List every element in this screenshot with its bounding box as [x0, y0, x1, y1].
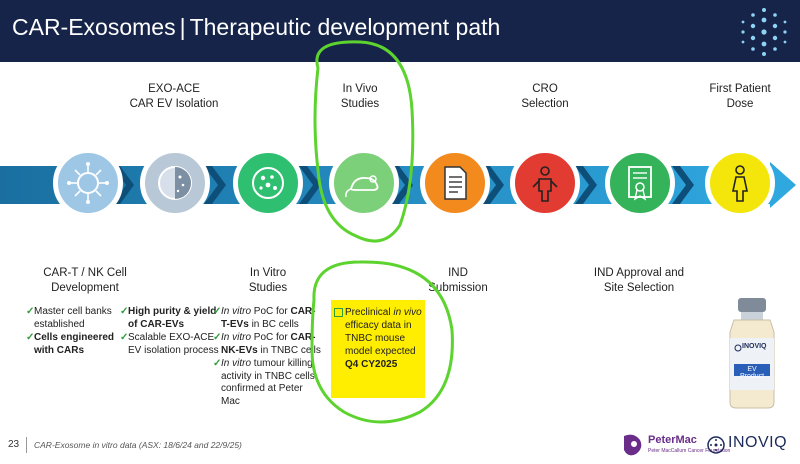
label-line: CAR-T / NK Cell: [43, 267, 127, 279]
slide-title: CAR-Exosomes|Therapeutic development pat…: [12, 14, 500, 41]
bullet-text: Master cell banks established: [34, 306, 112, 330]
bullet-text: Scalable EXO-ACE: [128, 332, 215, 343]
label-line: Site Selection: [603, 282, 675, 294]
stage-first-patient: [705, 148, 775, 218]
bullet-text: EV isolation process: [128, 344, 219, 356]
highlight-text: Preclinical in vivo efficacy data in TNB…: [345, 306, 427, 371]
bullets-in-vitro: ✓In vitro PoC for CAR-T-EVs in BC cells …: [213, 306, 323, 409]
dots-logo-icon: [741, 8, 787, 56]
inoviq-logo-text: INOVIQ: [728, 434, 788, 451]
bullet-item: ✓Master cell banks established: [26, 306, 126, 331]
label-line: In Vivo: [342, 83, 378, 95]
petri-dish-icon: [158, 166, 192, 200]
label-line: In Vitro: [249, 267, 287, 279]
stage-cro-selection: [510, 148, 580, 218]
vial-brand: INOVIQ: [742, 343, 767, 350]
bullets-exo-ace: ✓High purity & yield of CAR-EVs ✓Scalabl…: [120, 306, 222, 358]
bullet-text: in TNBC cells: [257, 344, 321, 356]
vial-label: EV Product: [739, 366, 765, 380]
label-line: CAR EV Isolation: [129, 98, 219, 110]
inoviq-logo: [707, 436, 725, 454]
title-main: CAR-Exosomes: [12, 14, 176, 40]
label-line: Development: [51, 282, 119, 294]
bullets-car-cell: ✓Master cell banks established ✓Cells en…: [26, 306, 126, 358]
stage-in-vivo: [329, 148, 399, 218]
check-icon: ✓: [213, 358, 222, 369]
footer-note: CAR-Exosome in vitro data (ASX: 18/6/24 …: [34, 440, 242, 450]
label-line: Studies: [248, 282, 288, 294]
highlight-part: in vivo: [393, 307, 422, 318]
label-line: Submission: [428, 282, 488, 294]
title-subtitle: Therapeutic development path: [189, 14, 501, 40]
label-first-patient: First Patient Dose: [690, 82, 790, 112]
petermac-logo-text: PeterMac: [648, 434, 697, 446]
label-line: EXO-ACE: [148, 83, 200, 95]
label-line: IND Approval and: [593, 267, 685, 279]
bullet-item: ✓In vitro PoC for CAR-NK-EVs in TNBC cel…: [213, 332, 323, 357]
stage-exo-ace: [140, 148, 210, 218]
microscope-cells-icon: [252, 167, 284, 199]
mouse-icon: [345, 175, 379, 198]
bullet-text: High purity & yield of CAR-EVs: [128, 306, 217, 330]
bullet-text: In vitro: [221, 358, 252, 369]
stage-in-vitro: [233, 148, 303, 218]
page-number: 23: [8, 439, 20, 450]
check-icon: ✓: [26, 306, 35, 317]
person-icon: [732, 165, 748, 202]
label-line: CRO: [532, 83, 558, 95]
highlight-part: Q4 CY2025: [345, 359, 398, 370]
footer-divider: [26, 437, 27, 453]
label-cro: CRO Selection: [505, 82, 585, 112]
highlight-part: efficacy data in TNBC mouse model expect…: [345, 320, 416, 357]
bullet-text: in BC cells: [248, 318, 299, 330]
bullet-text: CAR-NK-EVs: [221, 332, 316, 356]
check-icon: ✓: [213, 306, 222, 317]
label-in-vivo: In Vivo Studies: [320, 82, 400, 112]
label-line: Studies: [340, 98, 380, 110]
label-in-vitro: In Vitro Studies: [228, 266, 308, 296]
document-icon: [444, 166, 467, 200]
bullet-text: PoC for: [251, 332, 291, 343]
label-line: Selection: [521, 98, 569, 110]
petermac-logo: [624, 434, 642, 456]
label-line: Dose: [726, 98, 754, 110]
checkbox-icon: [334, 308, 343, 317]
bullet-item: ✓High purity & yield of CAR-EVs: [120, 306, 222, 331]
check-icon: ✓: [120, 306, 129, 317]
check-icon: ✓: [26, 332, 35, 343]
certificate-icon: [628, 166, 652, 201]
label-exo-ace: EXO-ACE CAR EV Isolation: [126, 82, 222, 112]
person-presenter-icon: [532, 166, 558, 202]
bullet-item: ✓In vitro tumour killing activity in TNB…: [213, 358, 323, 408]
bullet-text: In vitro: [221, 306, 252, 317]
virus-cell-icon: [67, 162, 109, 204]
label-ind-approval: IND Approval and Site Selection: [584, 266, 694, 296]
bullet-item: ✓In vitro PoC for CAR-T-EVs in BC cells: [213, 306, 323, 331]
bullet-text: Cells engineered with CARs: [34, 332, 115, 356]
bullet-text: In vitro: [221, 332, 252, 343]
label-car-cell: CAR-T / NK Cell Development: [30, 266, 140, 296]
check-icon: ✓: [213, 332, 222, 343]
bullet-text: CAR-T-EVs: [221, 306, 316, 330]
check-icon: ✓: [120, 332, 129, 343]
bullet-item: ✓Cells engineered with CARs: [26, 332, 126, 357]
highlight-part: Preclinical: [345, 307, 394, 318]
bullet-item: ✓Scalable EXO-ACE EV isolation process: [120, 332, 222, 357]
bullet-text: tumour killing activity in TNBC cells co…: [221, 358, 315, 407]
slide-header: CAR-Exosomes|Therapeutic development pat…: [0, 0, 800, 62]
stage-ind-submission: [420, 148, 490, 218]
label-line: IND: [448, 267, 468, 279]
petermac-logo-subtext: Peter MacCallum Cancer Foundation: [648, 448, 731, 454]
highlight-box: [331, 300, 425, 398]
stage-car-cell-development: [53, 148, 123, 218]
bullet-text: PoC for: [251, 306, 291, 317]
label-line: First Patient: [709, 83, 771, 95]
label-ind-submission: IND Submission: [418, 266, 498, 296]
stage-ind-approval: [605, 148, 675, 218]
ev-product-vial: [729, 298, 775, 409]
title-separator: |: [179, 14, 186, 40]
